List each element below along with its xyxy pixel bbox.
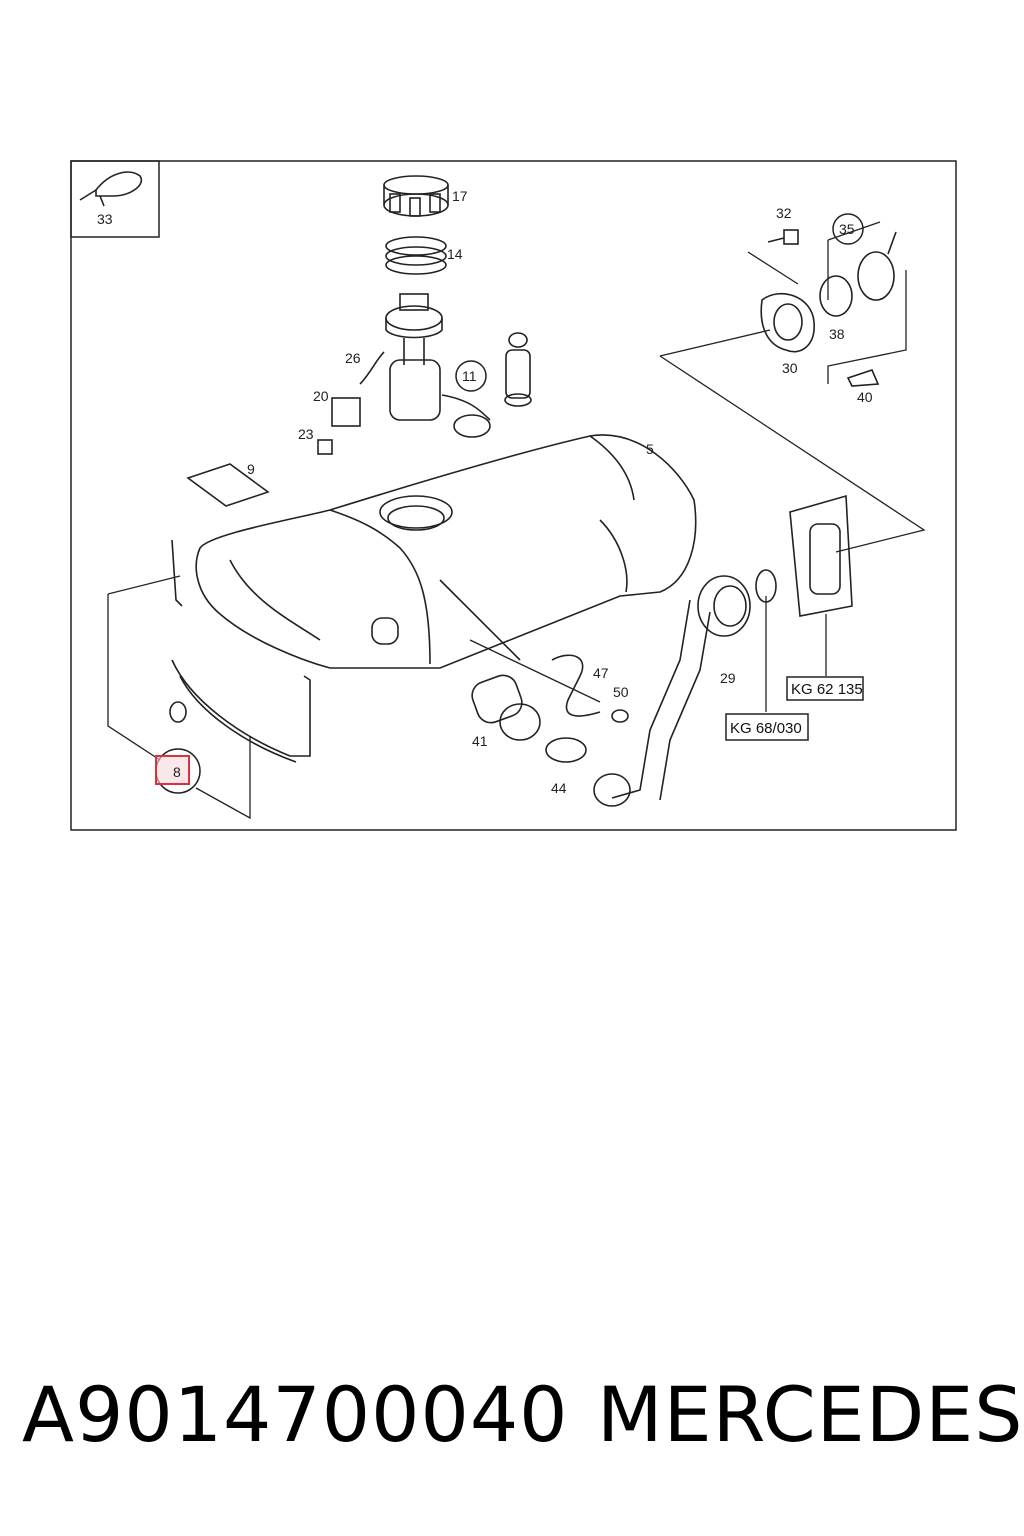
brand-name: MERCEDES [597, 1370, 1024, 1459]
flange-part [760, 292, 815, 353]
bolt-part [767, 229, 799, 245]
plug-part [846, 369, 880, 387]
callout-circle-35 [832, 213, 864, 245]
pad-part [186, 463, 270, 507]
callout-leader-lines [107, 221, 926, 820]
callout-20: 20 [313, 388, 329, 404]
fuel-cap-part [857, 231, 897, 301]
callout-17: 17 [452, 188, 468, 204]
callout-29: 29 [720, 670, 736, 686]
callout-41: 41 [472, 733, 488, 749]
connector-part [331, 397, 361, 427]
fuel-tank-body [195, 434, 697, 669]
callout-14: 14 [447, 246, 463, 262]
callout-40: 40 [857, 389, 873, 405]
callout-38: 38 [829, 326, 845, 342]
callout-9: 9 [247, 461, 255, 477]
fuel-flap-housing [789, 494, 853, 617]
callout-8[interactable]: 8 [173, 764, 181, 780]
callout-11: 11 [462, 368, 477, 384]
callout-47: 47 [593, 665, 609, 681]
tank-strap [169, 539, 311, 763]
filler-neck-part [697, 575, 751, 637]
callout-44: 44 [551, 780, 567, 796]
callout-26: 26 [345, 350, 361, 366]
cable-tie-icon [79, 171, 143, 207]
ref-box-kg62[interactable] [786, 676, 864, 701]
ref-label-kg62[interactable]: KG 62 135 [791, 681, 863, 698]
callout-circle-11 [455, 360, 487, 392]
seal-washer-part [755, 569, 777, 603]
legend-box-33 [70, 160, 160, 238]
hose-parts [471, 599, 711, 807]
callout-23: 23 [298, 426, 314, 442]
cap-seal-part [819, 275, 853, 317]
highlight-box-8[interactable] [155, 755, 190, 785]
ref-label-kg68[interactable]: KG 68/030 [730, 720, 802, 737]
caption: A9014700040 MERCEDES [0, 1370, 1024, 1470]
callout-5: 5 [646, 441, 654, 457]
fuel-pump-module [385, 293, 491, 438]
callout-33: 33 [97, 211, 113, 227]
lock-ring-part [383, 175, 449, 217]
wiring-part [359, 351, 385, 385]
ref-box-kg68[interactable] [725, 713, 809, 741]
callout-50: 50 [613, 684, 629, 700]
fuel-pump-part [504, 332, 532, 407]
callout-30: 30 [782, 360, 798, 376]
diagram-frame [70, 160, 957, 831]
part-number: A9014700040 [22, 1370, 569, 1459]
seal-ring-part [385, 236, 447, 275]
callout-35: 35 [839, 221, 855, 237]
callout-32: 32 [776, 205, 792, 221]
screw-part [317, 439, 333, 455]
